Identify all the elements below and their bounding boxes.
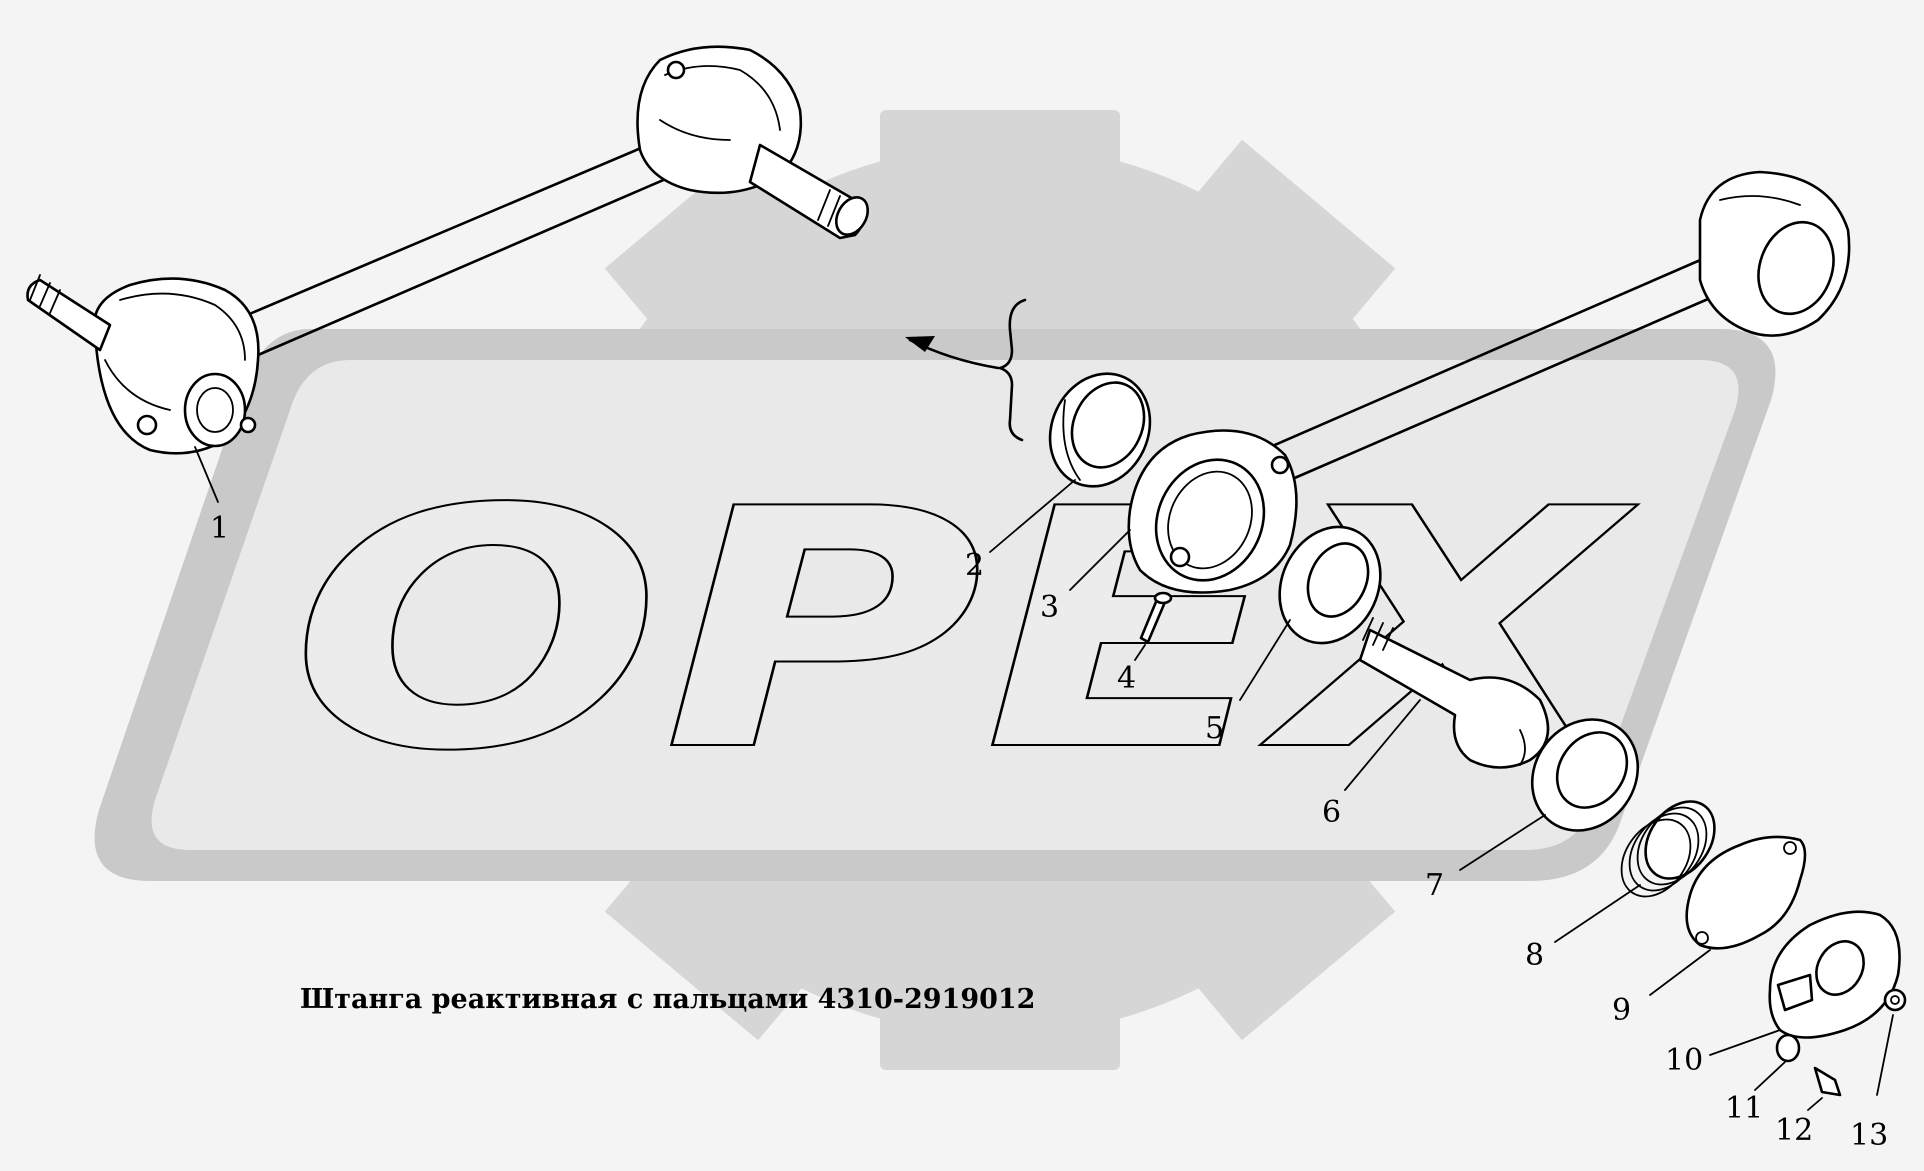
part-11-plug: 11 — [1725, 1033, 1801, 1126]
callout-2: 2 — [965, 548, 984, 583]
assembly-brace — [905, 298, 1027, 442]
callout-9: 9 — [1612, 993, 1631, 1028]
part-12-bolt: 12 — [1775, 1066, 1842, 1148]
callout-1: 1 — [210, 511, 229, 546]
watermark-text: OPEX — [290, 439, 1638, 823]
part-13-nut: 13 — [1850, 988, 1907, 1153]
drawing-caption: Штанга реактивная с пальцами 4310-291901… — [300, 984, 1035, 1015]
callout-10: 10 — [1665, 1043, 1703, 1078]
part-8-spring: 8 — [1525, 800, 1716, 973]
part-10-cover: 10 — [1665, 910, 1901, 1078]
callout-13: 13 — [1850, 1118, 1888, 1153]
part-7-bearing: 7 — [1425, 718, 1640, 903]
exploded-reaction-rod — [1127, 170, 1851, 594]
callout-12: 12 — [1775, 1113, 1813, 1148]
callout-6: 6 — [1322, 795, 1341, 830]
part-4-pin: 4 — [1117, 591, 1173, 696]
watermark-plate-inner — [151, 360, 1739, 850]
callout-4: 4 — [1117, 661, 1136, 696]
part-5-bearing: 5 — [1205, 525, 1382, 746]
rod-head-left-bore — [183, 372, 247, 448]
assembled-reaction-rod: 1 — [26, 45, 870, 546]
part-2-ring: 2 — [965, 372, 1152, 583]
callout-5: 5 — [1205, 711, 1224, 746]
callout-8: 8 — [1525, 938, 1544, 973]
part-6-ball-pin: 6 — [1322, 617, 1550, 830]
callout-3: 3 — [1040, 590, 1059, 625]
watermark-logo: OPEX — [94, 110, 1776, 1070]
callout-7: 7 — [1425, 868, 1444, 903]
part-9-gasket: 9 — [1612, 835, 1807, 1028]
callout-11: 11 — [1725, 1091, 1763, 1126]
